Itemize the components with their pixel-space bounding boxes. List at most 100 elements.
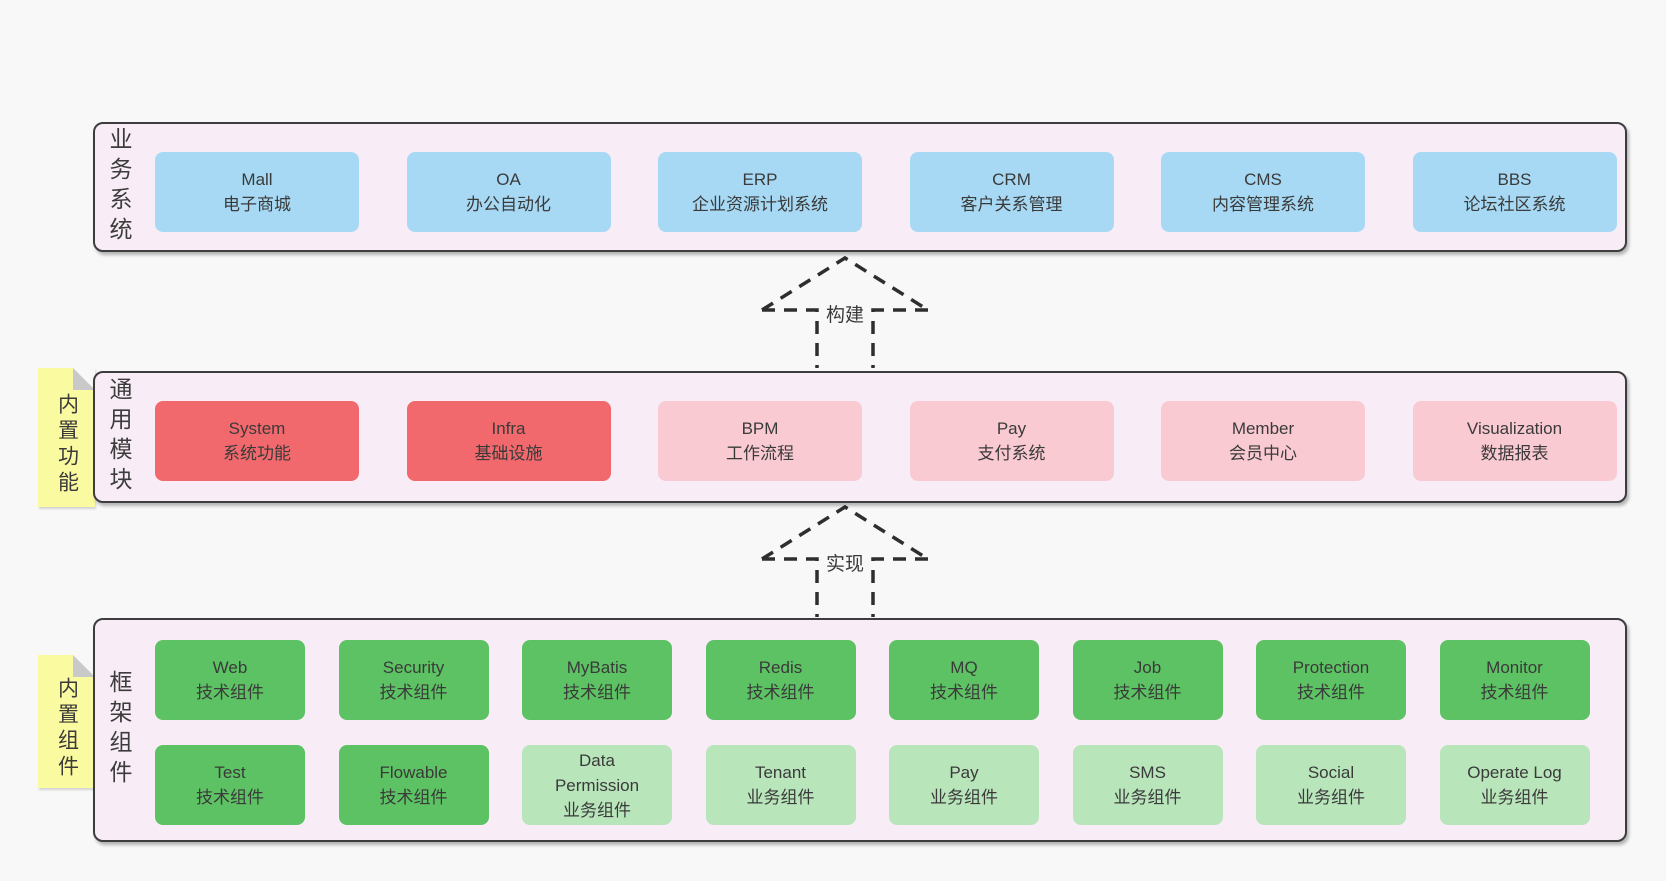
card-title: BBS xyxy=(1497,170,1532,189)
card-title: Visualization xyxy=(1466,419,1563,438)
built-in-features-sticky: 内置功能 xyxy=(38,368,95,507)
card-redis: Redis 技术组件 xyxy=(705,640,856,720)
card-mybatis: MyBatis 技术组件 xyxy=(522,640,672,720)
card-member: Member 会员中心 xyxy=(1161,401,1365,481)
card-crm: CRM 客户关系管理 xyxy=(909,152,1114,232)
card-cms: CMS 内容管理系统 xyxy=(1161,152,1365,232)
card-subtitle: 电子商城 xyxy=(223,195,291,214)
card-subtitle: 技术组件 xyxy=(746,683,815,702)
card-subtitle: 技术组件 xyxy=(196,683,264,702)
card-subtitle: 技术组件 xyxy=(1480,683,1549,702)
common-modules-row: System 系统功能 Infra 基础设施 BPM 工作流程 Pay 支付系统… xyxy=(155,401,1617,481)
card-pay: Pay 支付系统 xyxy=(909,401,1114,481)
dashed-up-arrow-icon xyxy=(761,255,929,368)
card-subtitle: 企业资源计划系统 xyxy=(692,195,828,214)
card-subtitle: 业务组件 xyxy=(930,788,998,807)
card-subtitle: 内容管理系统 xyxy=(1212,195,1314,214)
framework-components-label: 框架组件 xyxy=(106,670,132,790)
card-social: Social 业务组件 xyxy=(1256,745,1406,825)
card-security: Security 技术组件 xyxy=(338,640,489,720)
card-subtitle: 技术组件 xyxy=(379,788,448,807)
card-system: System 系统功能 xyxy=(155,401,359,481)
card-title: CMS xyxy=(1244,170,1282,189)
card-title: Web xyxy=(212,658,248,677)
card-subtitle: 工作流程 xyxy=(726,444,794,463)
framework-components-row-1: Web 技术组件 Security 技术组件 MyBatis 技术组件 Redi… xyxy=(155,640,1590,720)
card-mq: MQ 技术组件 xyxy=(889,640,1039,720)
built-in-components-sticky-label: 内置组件 xyxy=(55,676,79,781)
card-subtitle: 业务组件 xyxy=(1297,788,1365,807)
card-data-permission: Data Permission 业务组件 xyxy=(522,745,672,825)
card-flowable: Flowable 技术组件 xyxy=(338,745,489,825)
card-subtitle: 技术组件 xyxy=(930,683,998,702)
card-web: Web 技术组件 xyxy=(155,640,305,720)
business-systems-row: Mall 电子商城 OA 办公自动化 ERP 企业资源计划系统 CRM 客户关系… xyxy=(155,152,1617,232)
card-subtitle: 业务组件 xyxy=(1480,788,1549,807)
card-title: Mall xyxy=(241,170,273,189)
card-title: Monitor xyxy=(1486,658,1543,677)
card-title: OA xyxy=(496,170,521,189)
card-tenant: Tenant 业务组件 xyxy=(705,745,856,825)
card-title: CRM xyxy=(992,170,1031,189)
card-title: ERP xyxy=(742,170,778,189)
card-subtitle: 技术组件 xyxy=(563,683,631,702)
card-title: Operate Log xyxy=(1467,763,1562,782)
card-title: SMS xyxy=(1129,763,1166,782)
card-test: Test 技术组件 xyxy=(155,745,305,825)
card-title: Data Permission xyxy=(554,750,640,795)
dashed-up-arrow-icon xyxy=(761,504,929,617)
card-subtitle: 业务组件 xyxy=(1113,788,1182,807)
business-systems-panel: 业务系统 Mall 电子商城 OA 办公自动化 ERP 企业资源计划系统 CRM… xyxy=(93,122,1627,252)
card-subtitle: 基础设施 xyxy=(474,444,543,463)
card-title: Tenant xyxy=(754,763,807,782)
card-subtitle: 技术组件 xyxy=(379,683,448,702)
card-subtitle: 技术组件 xyxy=(1113,683,1182,702)
card-erp: ERP 企业资源计划系统 xyxy=(658,152,862,232)
built-in-components-sticky: 内置组件 xyxy=(38,655,95,788)
card-subtitle: 数据报表 xyxy=(1480,444,1549,463)
card-title: Protection xyxy=(1292,658,1370,677)
card-subtitle: 技术组件 xyxy=(196,788,264,807)
card-subtitle: 技术组件 xyxy=(1297,683,1365,702)
folded-corner-icon xyxy=(73,655,95,677)
card-title: Member xyxy=(1231,419,1295,438)
card-pay-component: Pay 业务组件 xyxy=(889,745,1039,825)
card-title: Redis xyxy=(758,658,803,677)
card-protection: Protection 技术组件 xyxy=(1256,640,1406,720)
card-subtitle: 业务组件 xyxy=(563,800,631,820)
card-title: Flowable xyxy=(379,763,448,782)
card-title: Social xyxy=(1307,763,1355,782)
implement-arrow-label: 实现 xyxy=(822,549,868,576)
build-arrow: 构建 xyxy=(760,254,930,369)
implement-arrow: 实现 xyxy=(760,503,930,618)
card-subtitle: 系统功能 xyxy=(223,444,291,463)
build-arrow-label: 构建 xyxy=(822,300,868,327)
card-monitor: Monitor 技术组件 xyxy=(1439,640,1590,720)
card-title: Infra xyxy=(491,419,526,438)
card-title: BPM xyxy=(741,419,779,438)
business-systems-label: 业务系统 xyxy=(106,127,132,247)
framework-components-row-2: Test 技术组件 Flowable 技术组件 Data Permission … xyxy=(155,745,1590,825)
card-title: Pay xyxy=(949,763,979,782)
card-bpm: BPM 工作流程 xyxy=(658,401,862,481)
built-in-features-sticky-label: 内置功能 xyxy=(55,392,79,497)
card-title: Security xyxy=(382,658,445,677)
card-sms: SMS 业务组件 xyxy=(1072,745,1223,825)
card-subtitle: 办公自动化 xyxy=(466,195,551,214)
common-modules-panel: 通用模块 System 系统功能 Infra 基础设施 BPM 工作流程 Pay… xyxy=(93,371,1627,503)
card-subtitle: 支付系统 xyxy=(977,444,1046,463)
card-operate-log: Operate Log 业务组件 xyxy=(1439,745,1590,825)
framework-components-panel: 框架组件 Web 技术组件 Security 技术组件 MyBatis 技术组件… xyxy=(93,618,1627,842)
card-subtitle: 会员中心 xyxy=(1229,444,1297,463)
card-title: System xyxy=(228,419,286,438)
card-oa: OA 办公自动化 xyxy=(406,152,611,232)
card-title: Pay xyxy=(996,419,1027,438)
folded-corner-icon xyxy=(73,368,95,390)
card-visualization: Visualization 数据报表 xyxy=(1412,401,1617,481)
card-job: Job 技术组件 xyxy=(1072,640,1223,720)
card-subtitle: 业务组件 xyxy=(746,788,815,807)
common-modules-label: 通用模块 xyxy=(106,377,132,497)
card-title: MQ xyxy=(950,658,978,677)
card-bbs: BBS 论坛社区系统 xyxy=(1412,152,1617,232)
